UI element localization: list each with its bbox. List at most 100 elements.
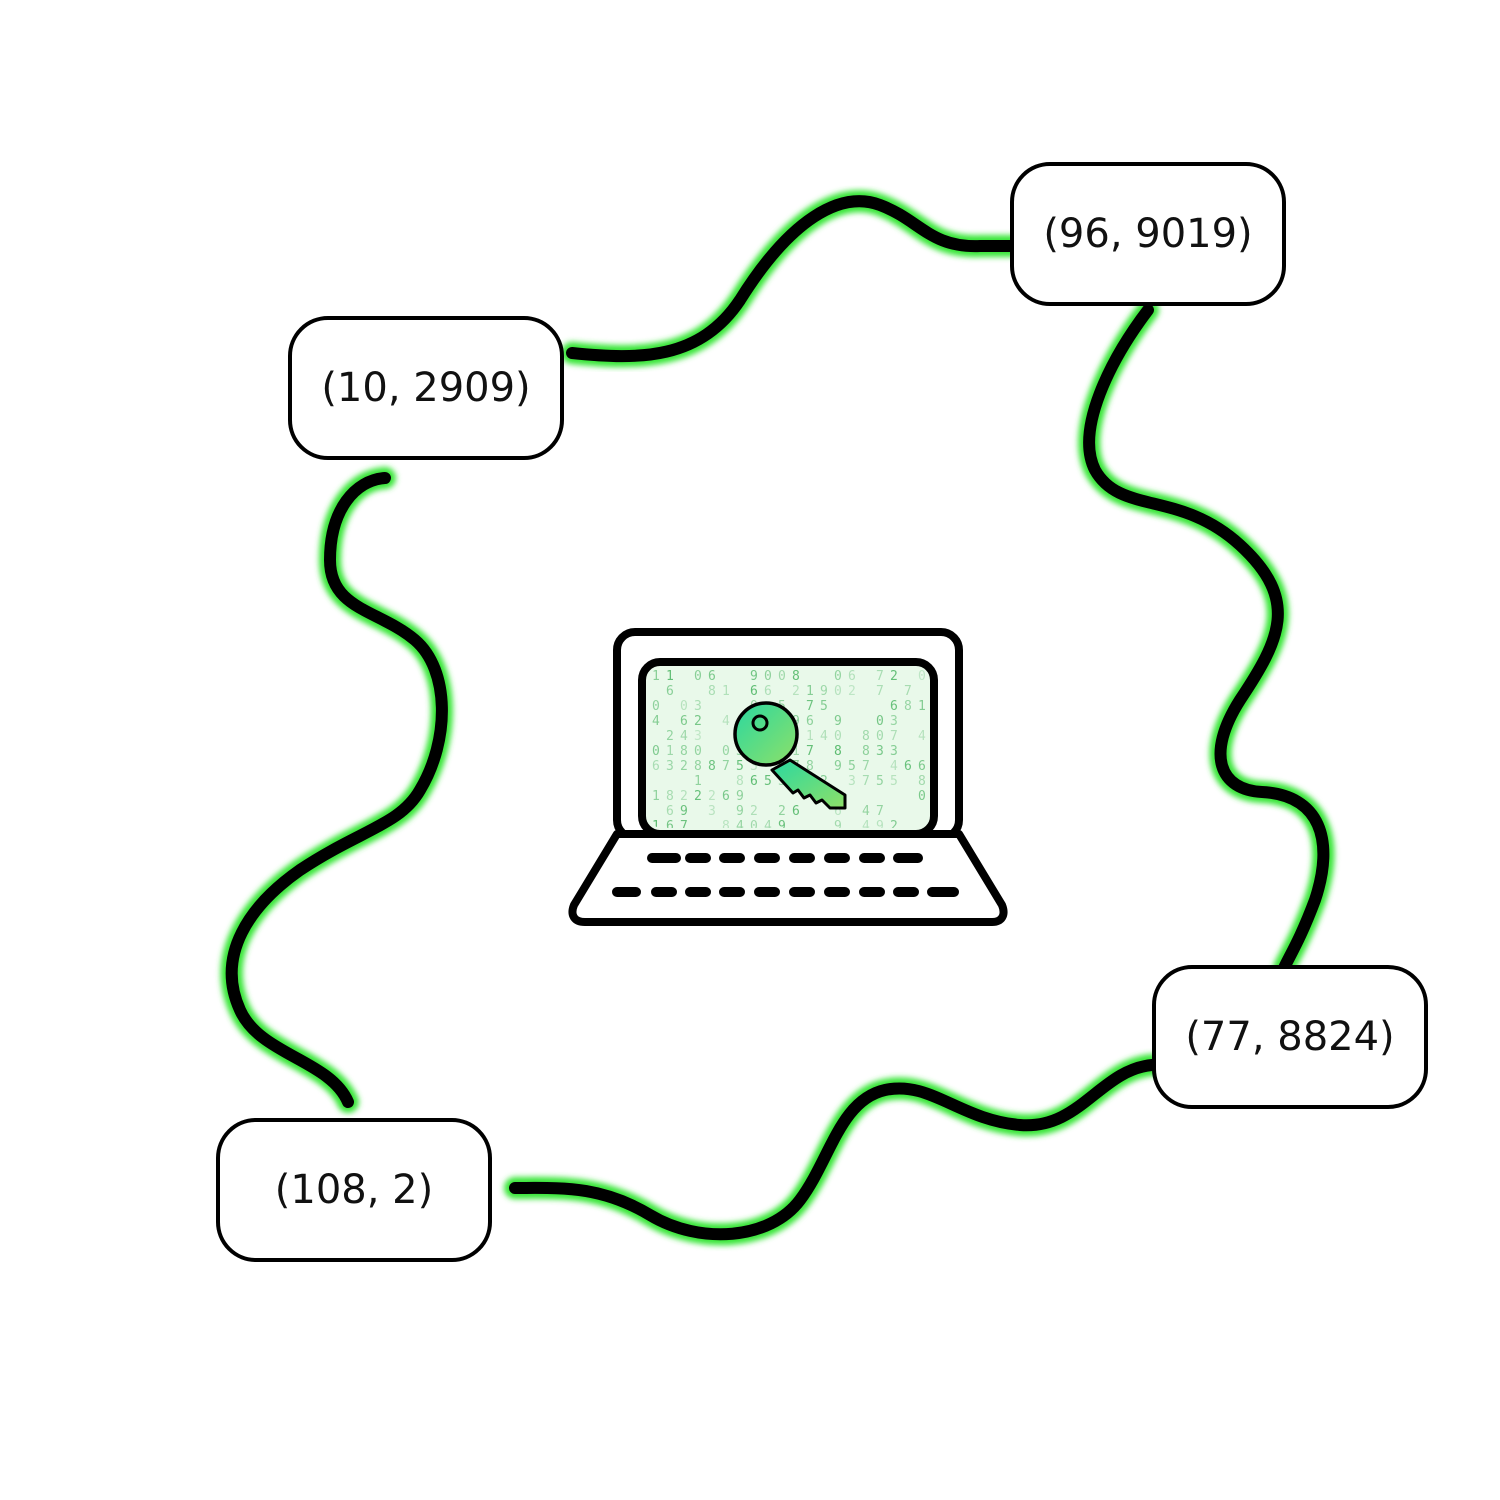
svg-text:7: 7: [806, 744, 814, 759]
svg-text:5: 5: [820, 699, 828, 714]
svg-text:9: 9: [820, 684, 828, 699]
svg-text:7: 7: [722, 759, 730, 774]
svg-text:6: 6: [666, 819, 674, 834]
svg-text:7: 7: [806, 699, 814, 714]
node-10-2909[interactable]: (10, 2909): [288, 316, 564, 460]
svg-text:3: 3: [694, 729, 702, 744]
svg-text:4: 4: [652, 714, 660, 729]
svg-text:2: 2: [890, 669, 898, 684]
svg-text:0: 0: [750, 819, 758, 834]
svg-text:3: 3: [708, 804, 716, 819]
svg-text:8: 8: [666, 789, 674, 804]
svg-text:0: 0: [876, 714, 884, 729]
svg-text:1: 1: [918, 699, 926, 714]
svg-text:8: 8: [708, 759, 716, 774]
node-96-9019[interactable]: (96, 9019): [1010, 162, 1286, 306]
svg-text:7: 7: [876, 684, 884, 699]
svg-text:8: 8: [736, 774, 744, 789]
svg-text:2: 2: [694, 789, 702, 804]
svg-text:4: 4: [862, 804, 870, 819]
svg-text:0: 0: [694, 669, 702, 684]
node-108-2[interactable]: (108, 2): [216, 1118, 492, 1262]
svg-text:8: 8: [862, 744, 870, 759]
edge-n1-n2: [561, 190, 1023, 368]
svg-text:4: 4: [764, 819, 772, 834]
svg-text:7: 7: [876, 804, 884, 819]
svg-text:2: 2: [792, 684, 800, 699]
svg-text:6: 6: [764, 684, 772, 699]
svg-text:8: 8: [708, 684, 716, 699]
svg-text:9: 9: [834, 819, 842, 834]
svg-text:0: 0: [764, 669, 772, 684]
svg-text:7: 7: [876, 669, 884, 684]
svg-text:4: 4: [820, 729, 828, 744]
laptop-with-key-icon: 1040611162138660648229703230812688231407…: [568, 628, 1008, 926]
svg-text:5: 5: [890, 774, 898, 789]
svg-text:2: 2: [890, 819, 898, 834]
svg-text:6: 6: [666, 684, 674, 699]
svg-text:1: 1: [652, 789, 660, 804]
svg-text:2: 2: [680, 789, 688, 804]
svg-text:3: 3: [890, 744, 898, 759]
svg-text:6: 6: [834, 804, 842, 819]
svg-text:4: 4: [918, 729, 926, 744]
svg-text:9: 9: [834, 714, 842, 729]
svg-text:3: 3: [876, 744, 884, 759]
svg-text:0: 0: [652, 699, 660, 714]
svg-text:2: 2: [708, 789, 716, 804]
svg-text:7: 7: [862, 759, 870, 774]
svg-text:0: 0: [694, 744, 702, 759]
svg-text:1: 1: [666, 669, 674, 684]
svg-text:6: 6: [652, 759, 660, 774]
svg-text:3: 3: [666, 759, 674, 774]
svg-text:1: 1: [806, 684, 814, 699]
edge-n3-n4: [504, 1054, 1163, 1246]
svg-text:0: 0: [722, 744, 730, 759]
svg-text:4: 4: [890, 759, 898, 774]
svg-text:1: 1: [652, 669, 660, 684]
svg-text:1: 1: [652, 819, 660, 834]
node-label: (108, 2): [274, 1167, 434, 1213]
svg-text:4: 4: [680, 729, 688, 744]
svg-text:3: 3: [750, 759, 758, 774]
svg-text:4: 4: [736, 819, 744, 834]
key-icon: [733, 701, 847, 810]
svg-text:1: 1: [792, 744, 800, 759]
svg-text:3: 3: [694, 699, 702, 714]
edge-n2-n3: [1078, 299, 1335, 979]
svg-text:8: 8: [694, 759, 702, 774]
svg-text:6: 6: [792, 804, 800, 819]
svg-text:6: 6: [680, 714, 688, 729]
svg-text:8: 8: [862, 729, 870, 744]
svg-text:8: 8: [806, 759, 814, 774]
svg-text:9: 9: [876, 819, 884, 834]
svg-text:7: 7: [862, 774, 870, 789]
svg-text:2: 2: [666, 729, 674, 744]
svg-text:5: 5: [848, 759, 856, 774]
svg-text:6: 6: [750, 774, 758, 789]
svg-text:9: 9: [680, 804, 688, 819]
svg-text:2: 2: [680, 759, 688, 774]
svg-text:8: 8: [904, 699, 912, 714]
svg-text:0: 0: [834, 684, 842, 699]
svg-text:2: 2: [848, 684, 856, 699]
svg-text:7: 7: [890, 729, 898, 744]
svg-text:6: 6: [806, 714, 814, 729]
svg-text:0: 0: [918, 669, 926, 684]
svg-text:0: 0: [778, 669, 786, 684]
svg-text:7: 7: [680, 819, 688, 834]
svg-text:5: 5: [876, 774, 884, 789]
svg-text:9: 9: [736, 804, 744, 819]
edge-n4-n1: [220, 467, 453, 1113]
svg-text:0: 0: [876, 729, 884, 744]
svg-text:2: 2: [778, 804, 786, 819]
svg-text:3: 3: [848, 774, 856, 789]
svg-text:4: 4: [862, 819, 870, 834]
svg-text:1: 1: [806, 729, 814, 744]
svg-text:0: 0: [680, 699, 688, 714]
node-label: (77, 8824): [1185, 1014, 1395, 1060]
svg-text:9: 9: [736, 789, 744, 804]
svg-text:9: 9: [750, 669, 758, 684]
node-77-8824[interactable]: (77, 8824): [1152, 965, 1428, 1109]
